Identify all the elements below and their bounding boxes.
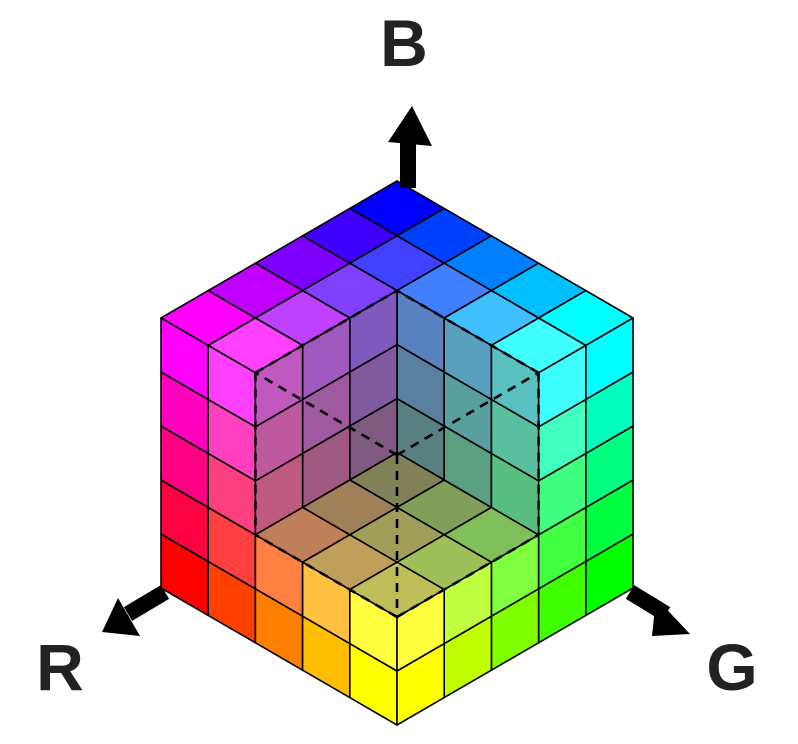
cutout-dashed-edge bbox=[254, 371, 398, 457]
red-axis-label: R bbox=[36, 630, 84, 704]
axis-arrows bbox=[102, 106, 690, 636]
cutout-dashed-edge bbox=[396, 289, 540, 374]
green-axis-arrow bbox=[625, 585, 690, 636]
cutout-dashed-edge bbox=[254, 533, 398, 619]
blue-axis-arrow bbox=[388, 106, 432, 188]
cutout-dashed-edge bbox=[254, 289, 398, 374]
cutout-dashed-outline bbox=[254, 289, 540, 619]
green-axis-label: G bbox=[706, 630, 757, 704]
cutout-dashed-edge bbox=[396, 371, 540, 457]
red-axis-arrow bbox=[102, 585, 170, 636]
cutout-dashed-edge bbox=[396, 533, 540, 619]
blue-axis-label: B bbox=[380, 6, 428, 80]
